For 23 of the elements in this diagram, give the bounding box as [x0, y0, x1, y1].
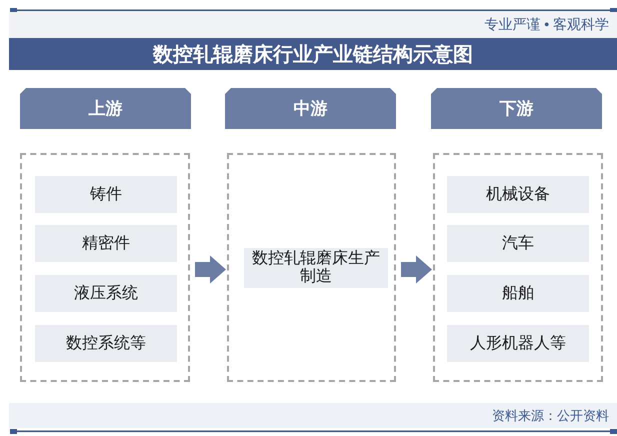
item-text: 液压系统	[74, 284, 138, 302]
item-text: 人形机器人等	[470, 334, 566, 352]
source-note: 资料来源：公开资料	[492, 406, 609, 424]
item-text: 铸件	[90, 186, 122, 204]
block-arrow	[401, 256, 432, 284]
stage-header	[431, 88, 602, 129]
dashed-group-frame	[20, 153, 190, 382]
stage-label: 上游	[88, 98, 122, 120]
item-text: 船舶	[502, 284, 534, 302]
stage-label: 下游	[500, 98, 534, 120]
item-text: 数控轧辊磨床生产制造	[251, 250, 381, 286]
item-text: 机械设备	[486, 186, 550, 204]
dashed-group-frame	[227, 153, 396, 382]
stage-label: 中游	[294, 98, 328, 120]
item-text: 精密件	[82, 234, 130, 252]
block-arrow	[195, 256, 226, 284]
stage-header	[20, 88, 191, 129]
tagline-text: 专业严谨 • 客观科学	[484, 16, 609, 34]
dashed-group-frame	[433, 153, 603, 382]
item-text: 汽车	[502, 234, 534, 252]
stage-header	[225, 88, 396, 129]
diagram-title: 数控轧辊磨床行业产业链结构示意图	[153, 42, 473, 68]
item-text: 数控系统等	[66, 334, 146, 352]
